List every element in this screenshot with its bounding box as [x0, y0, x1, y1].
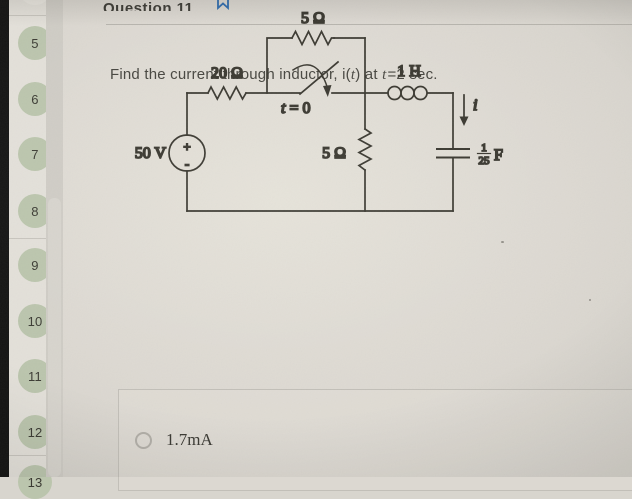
dust-speck	[589, 299, 591, 301]
sidebar-divider	[9, 238, 46, 239]
svg-text:1: 1	[481, 142, 487, 154]
resistor-20ohm-label: 20 Ω	[211, 65, 243, 82]
question-number: 12	[27, 424, 43, 440]
resistor-5ohm-top-icon	[290, 29, 335, 47]
sidebar-divider	[9, 455, 46, 456]
question-number: 6	[31, 91, 39, 107]
resistor-5ohm-mid-icon	[357, 127, 373, 172]
answer-radio[interactable]	[135, 431, 152, 449]
question-number: 8	[31, 203, 39, 219]
question-number: 10	[27, 313, 43, 329]
inductor-1h-icon	[387, 85, 428, 101]
answer-options-box: 1.7mA	[118, 389, 632, 491]
answer-option-row[interactable]: 1.7mA	[135, 430, 213, 450]
current-arrow-icon	[459, 94, 469, 126]
scrollbar-thumb[interactable]	[48, 198, 61, 477]
switch-label: t= 0	[281, 100, 310, 117]
dust-speck	[501, 241, 504, 243]
resistor-5ohm-top-label: 5 Ω	[301, 10, 325, 27]
question-number: 9	[31, 257, 39, 273]
current-label: i	[473, 97, 477, 114]
resistor-20ohm-icon	[206, 85, 248, 101]
source-plus: +	[183, 139, 190, 154]
capacitor-label: 1 25 F	[476, 141, 504, 168]
switch-icon	[291, 60, 340, 97]
answer-option-label: 1.7mA	[166, 430, 213, 449]
screen-bezel	[0, 0, 9, 477]
circuit-diagram: 5 Ω 20 Ω t= 0 1	[130, 0, 580, 330]
question-number: 11	[28, 368, 42, 384]
question-number: 5	[31, 35, 39, 51]
inductor-label: 1 H	[397, 63, 421, 80]
question-sidebar: 5 6 7 8 9 10 11 12 13	[9, 0, 52, 499]
source-label: 50 V	[135, 145, 167, 162]
scrollbar[interactable]	[46, 0, 64, 477]
source-minus: -	[185, 156, 189, 171]
question-number: 7	[31, 146, 39, 162]
svg-text:F: F	[494, 147, 503, 164]
sidebar-divider	[9, 15, 46, 16]
capacitor-icon	[436, 148, 470, 159]
question-panel: Question 11 Find the current through ind…	[63, 0, 632, 491]
svg-text:25: 25	[479, 155, 491, 167]
resistor-5ohm-mid-label: 5 Ω	[322, 145, 346, 162]
